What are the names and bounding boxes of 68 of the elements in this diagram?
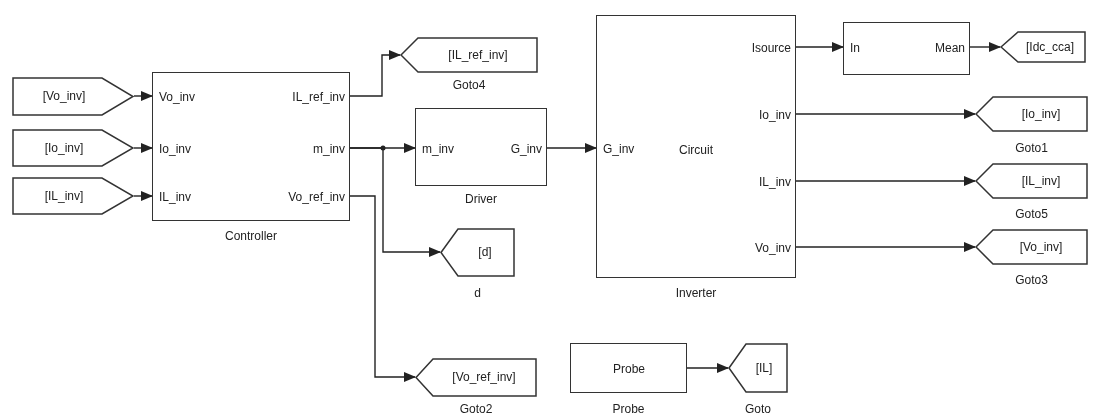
- signal-arrow: [795, 242, 976, 252]
- goto-tag: [975, 96, 1088, 132]
- block-text: Circuit: [679, 144, 713, 156]
- port-label: IL_inv: [758, 176, 791, 188]
- block-name: Goto5: [1015, 208, 1048, 220]
- port-label: Io_inv: [159, 143, 192, 155]
- block-name: d: [474, 287, 481, 299]
- goto-tag: [1000, 31, 1086, 63]
- subsystem-block: [596, 15, 796, 278]
- signal-arrow: [795, 42, 844, 52]
- signal-arrow: [795, 109, 976, 119]
- block-name: Goto3: [1015, 274, 1048, 286]
- port-label: Vo_inv: [754, 242, 791, 254]
- goto-tag: [400, 37, 538, 73]
- signal-arrow: [795, 176, 976, 186]
- subsystem-block: [570, 343, 687, 393]
- block-name: Controller: [225, 230, 277, 242]
- block-text: [IL_ref_inv]: [448, 49, 508, 61]
- block-name: Driver: [465, 193, 497, 205]
- port-label: m_inv: [313, 143, 345, 155]
- block-text: [Vo_ref_inv]: [452, 371, 516, 383]
- port-label: IL_inv: [159, 191, 192, 203]
- subsystem-block: [152, 72, 350, 221]
- port-label: G_inv: [510, 143, 542, 155]
- signal-arrow: [969, 42, 1001, 52]
- block-text: [d]: [478, 246, 492, 258]
- port-label: Isource: [751, 42, 791, 54]
- block-name: Goto1: [1015, 142, 1048, 154]
- goto-tag: [728, 343, 788, 393]
- signal-arrow: [546, 143, 597, 153]
- goto-tag: [415, 358, 537, 397]
- signal-arrow: [133, 143, 153, 153]
- signal-arrow: [686, 363, 729, 373]
- signal-arrow: [349, 50, 401, 97]
- port-label: Mean: [934, 42, 965, 54]
- goto-tag: [975, 229, 1088, 265]
- port-label: IL_ref_inv: [292, 91, 345, 103]
- signal-arrow: [133, 191, 153, 201]
- block-text: [Idc_cca]: [1026, 41, 1074, 53]
- signal-arrow: [349, 195, 416, 382]
- block-name: Probe: [612, 403, 645, 415]
- port-label: Io_inv: [758, 109, 791, 121]
- port-label: Vo_inv: [159, 91, 196, 103]
- block-name: Goto: [745, 403, 771, 415]
- signal-arrow: [349, 147, 441, 257]
- port-label: Vo_ref_inv: [288, 191, 345, 203]
- goto-tag: [440, 228, 515, 277]
- port-label: G_inv: [603, 143, 635, 155]
- subsystem-block: [843, 22, 970, 75]
- subsystem-block: [415, 108, 547, 186]
- port-label: m_inv: [422, 143, 454, 155]
- block-text: Probe: [613, 363, 645, 375]
- signal-arrow: [133, 91, 153, 101]
- block-text: [Io_inv]: [1021, 108, 1061, 120]
- block-name: Goto4: [452, 79, 486, 91]
- from-tag: [12, 77, 134, 116]
- block-name: Goto2: [459, 403, 493, 415]
- block-text: [IL]: [755, 362, 773, 374]
- block-text: [Vo_inv]: [1019, 241, 1063, 253]
- block-text: [Io_inv]: [44, 142, 84, 154]
- goto-tag: [975, 163, 1088, 199]
- from-tag: [12, 129, 134, 167]
- block-text: [IL_inv]: [44, 190, 84, 202]
- from-tag: [12, 177, 134, 215]
- block-text: [IL_inv]: [1021, 175, 1061, 187]
- block-text: [Vo_inv]: [42, 90, 86, 102]
- block-name: Inverter: [675, 287, 717, 299]
- port-label: In: [850, 42, 860, 54]
